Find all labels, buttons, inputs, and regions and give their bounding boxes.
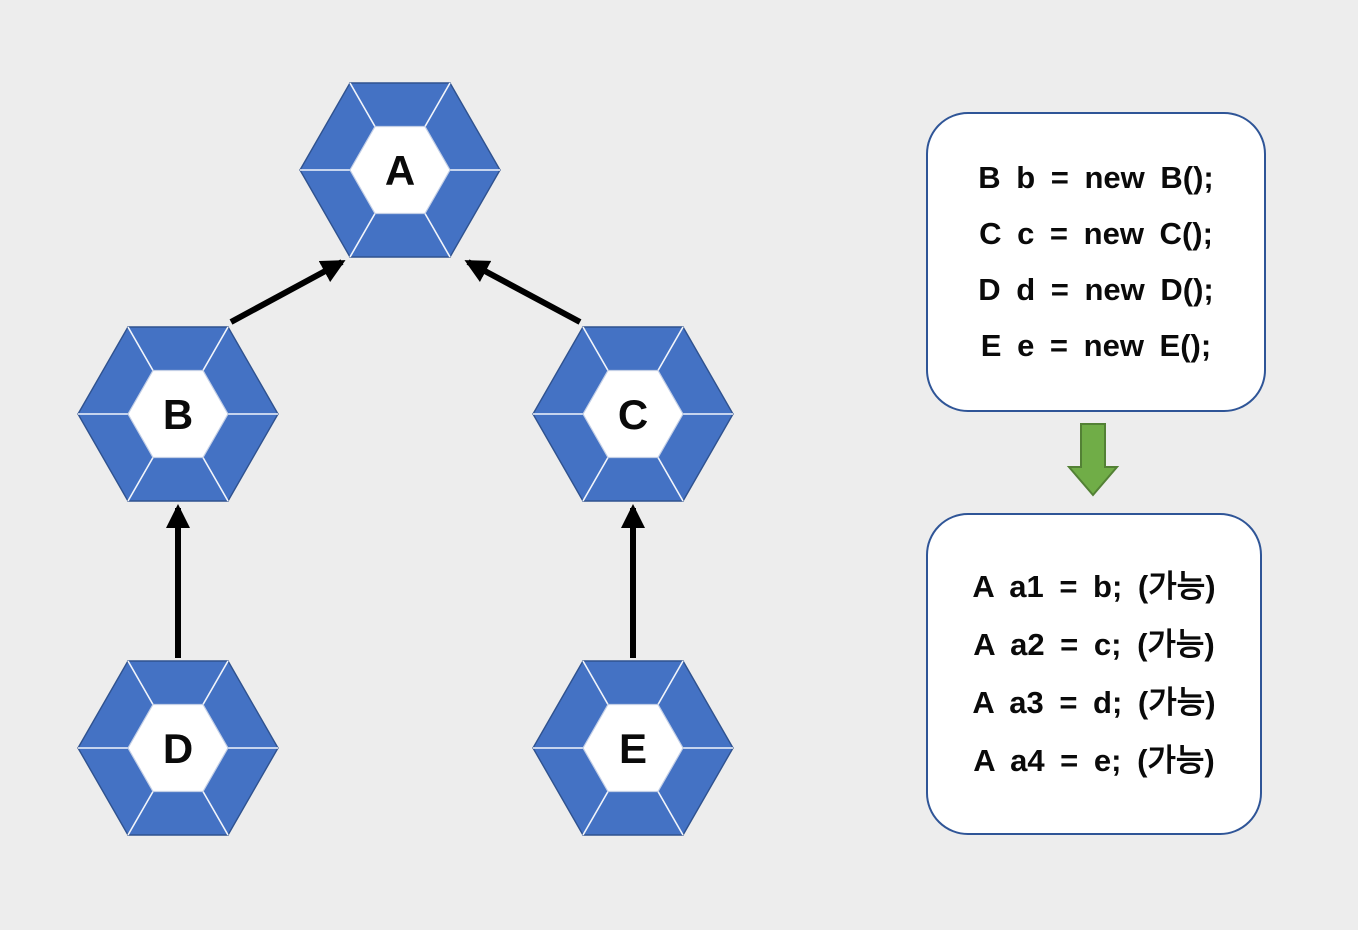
declaration-line-c: C c = new C(); [979,216,1213,252]
flow-down-arrow-icon [1066,423,1120,497]
node-label-b: B [163,391,193,438]
inheritance-edges [166,259,645,658]
assignment-line-a4: A a4 = e; (가능) [973,742,1215,778]
assignment-line-a3: A a3 = d; (가능) [972,685,1216,720]
declaration-line-b: B b = new B(); [978,160,1214,196]
declaration-code-box: B b = new B(); C c = new C(); D d = new … [926,112,1266,412]
assignment-line-a1: A a1 = b; (가능) [972,569,1216,605]
node-label-d: D [163,725,193,772]
hexagon-node-d: D [77,660,279,836]
hexagon-node-e: E [532,660,734,836]
assignment-line-a2: A a2 = c; (가능) [973,627,1215,663]
edge-b-to-a [229,259,346,325]
edge-c-to-a [464,259,582,325]
node-label-a: A [385,147,415,194]
node-label-e: E [619,725,647,772]
declaration-line-e: E e = new E(); [980,327,1212,363]
assignment-code-box: A a1 = b; (가능) A a2 = c; (가능) A a3 = d; … [926,513,1262,835]
declaration-line-d: D d = new D(); [978,272,1214,307]
hexagon-node-a: A [299,82,501,258]
hexagon-node-c: C [532,326,734,502]
hexagon-node-b: B [77,326,279,502]
node-label-c: C [618,391,648,438]
